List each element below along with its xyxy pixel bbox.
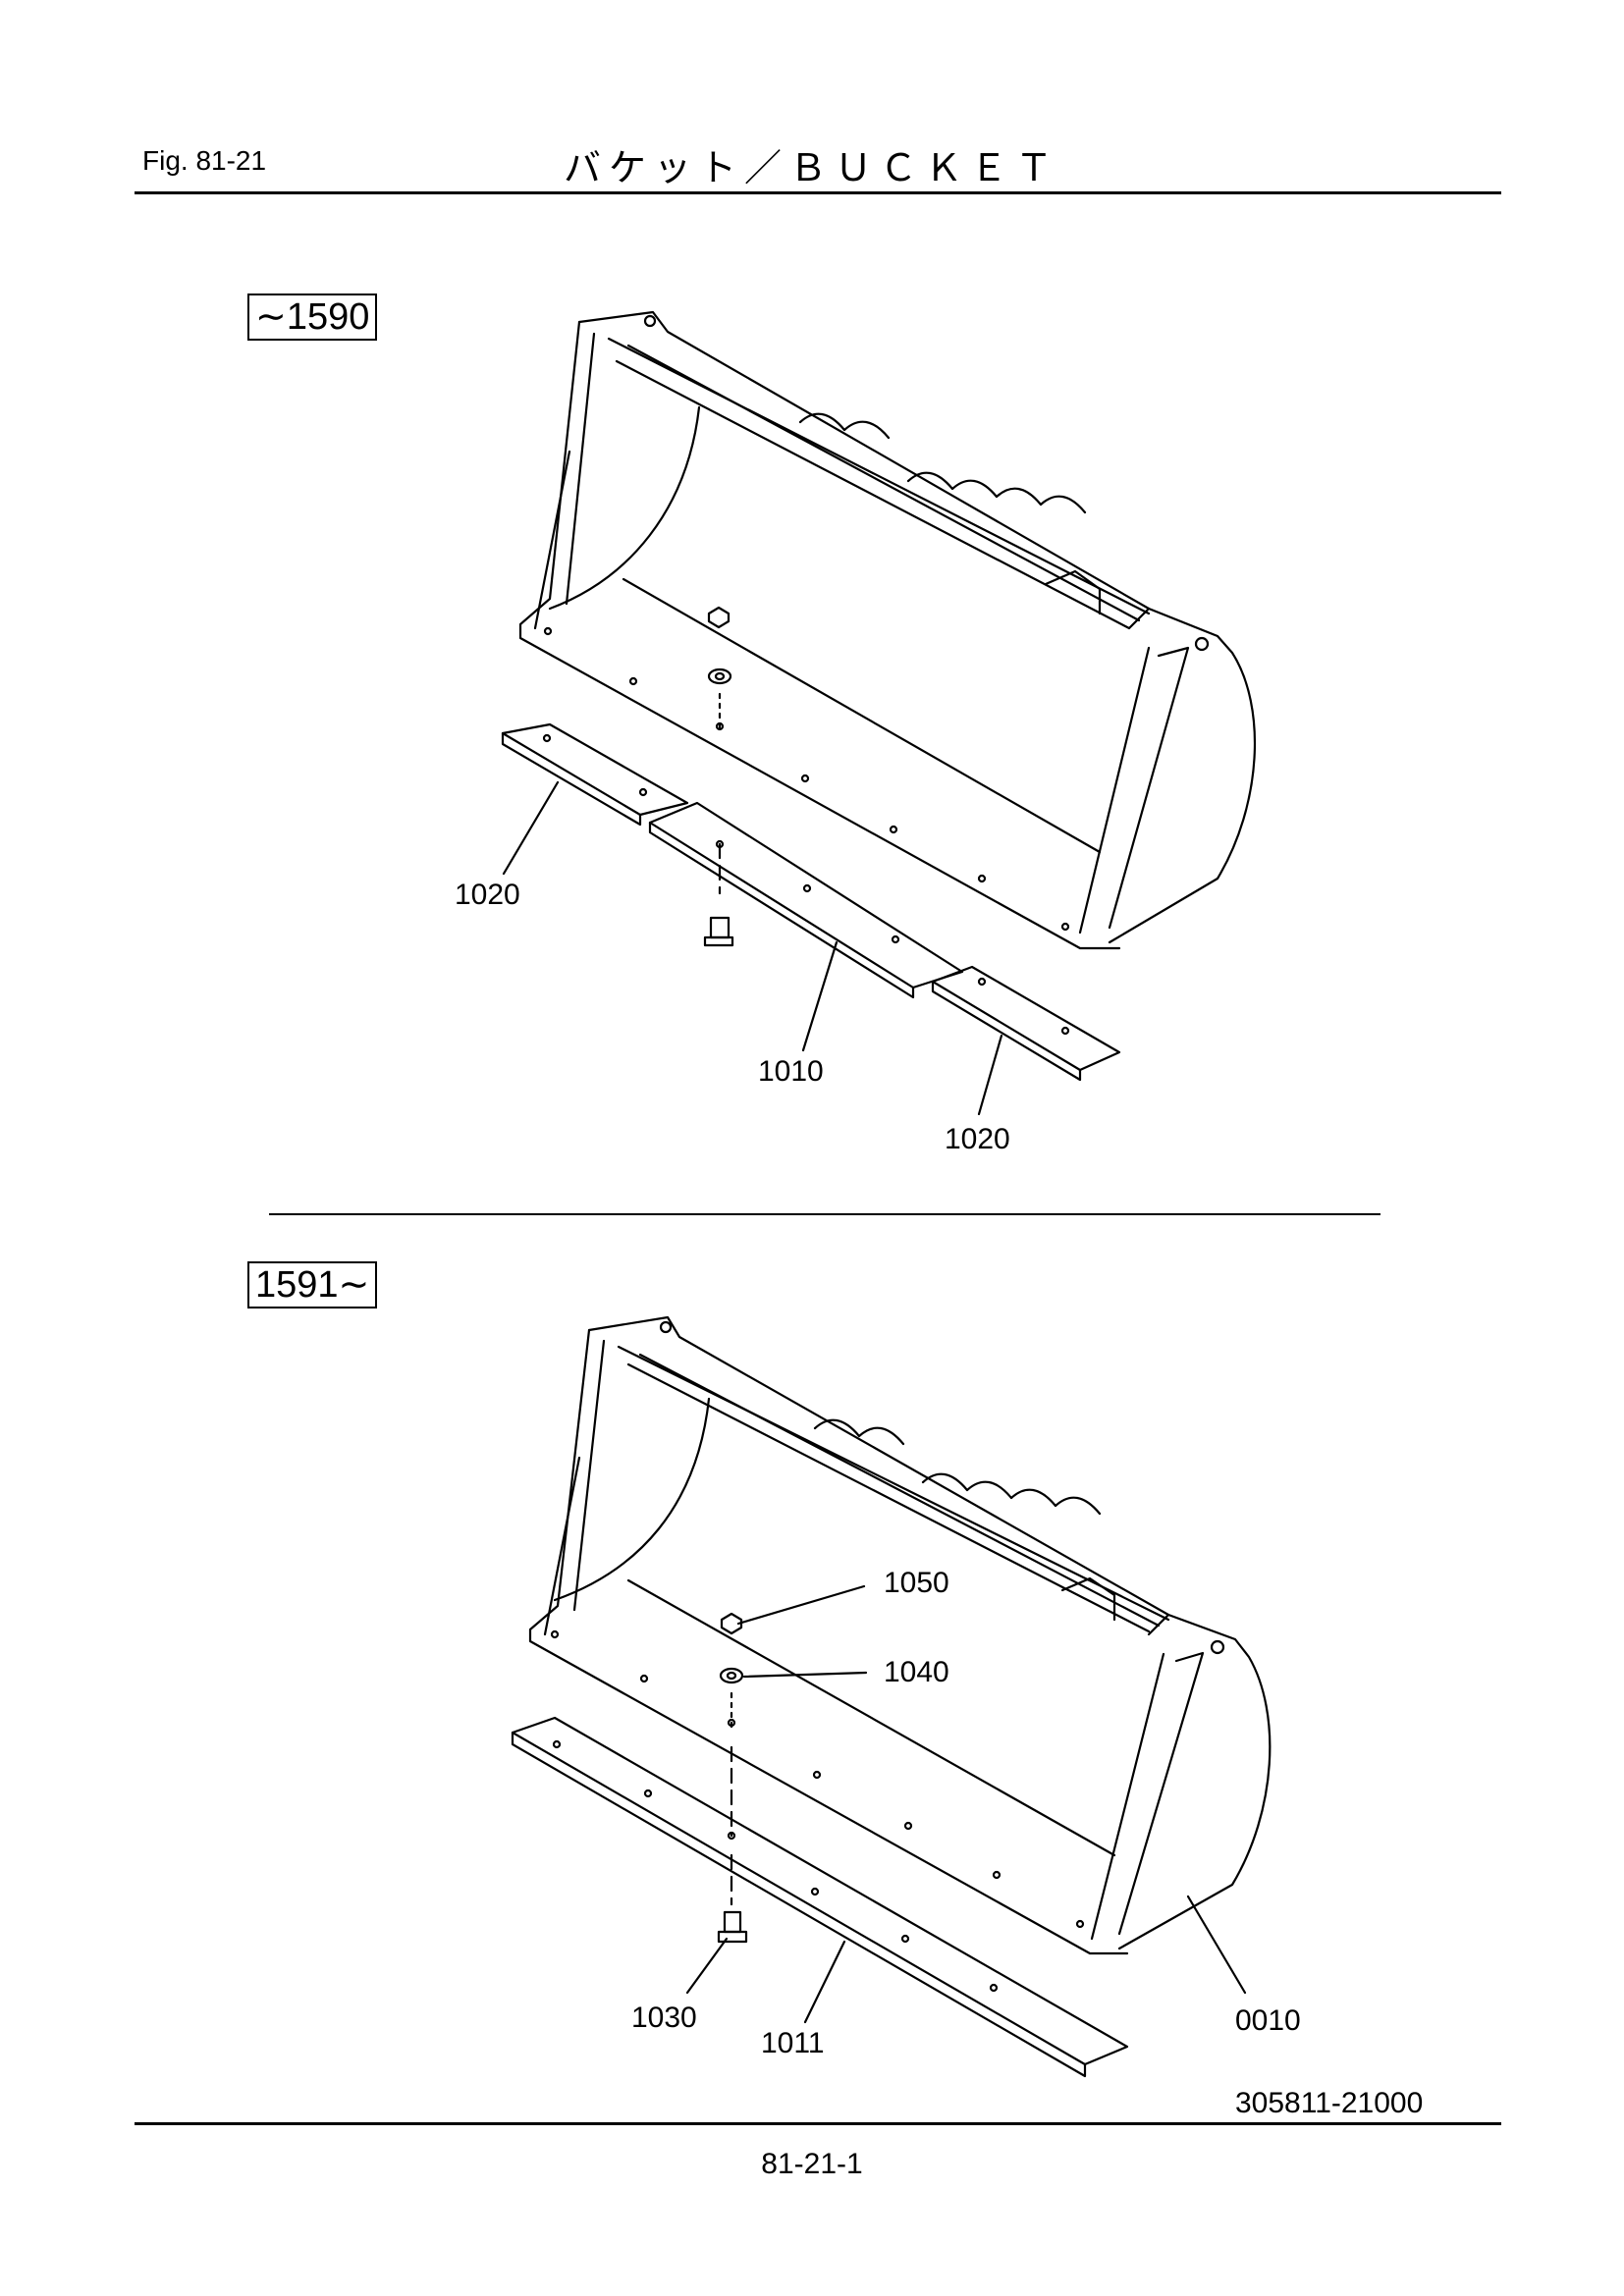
section-divider (269, 1213, 1380, 1215)
part-label-1050: 1050 (884, 1567, 949, 1599)
bucket-drawing-top (501, 310, 1257, 1116)
part-label-1010: 1010 (758, 1055, 824, 1088)
part-label-1020-right: 1020 (945, 1123, 1010, 1155)
part-label-1040: 1040 (884, 1656, 949, 1688)
part-label-1011: 1011 (761, 2027, 825, 2059)
drawing-number: 305811-21000 (1235, 2087, 1423, 2119)
part-label-1030: 1030 (631, 2002, 697, 2034)
part-label-1020-left: 1020 (455, 879, 520, 911)
page-title: バケット／ＢＵＣＫＥＴ (563, 148, 1060, 189)
page-number: 81-21-1 (761, 2148, 863, 2180)
footer-rule (135, 2122, 1501, 2125)
figure-number: Fig. 81-21 (142, 145, 267, 176)
serial-range-top: ∼1590 (247, 294, 378, 341)
header-rule (135, 191, 1501, 194)
bucket-drawing-bottom (511, 1315, 1272, 2078)
serial-range-bottom: 1591∼ (247, 1261, 378, 1308)
part-label-0010: 0010 (1235, 2004, 1301, 2037)
